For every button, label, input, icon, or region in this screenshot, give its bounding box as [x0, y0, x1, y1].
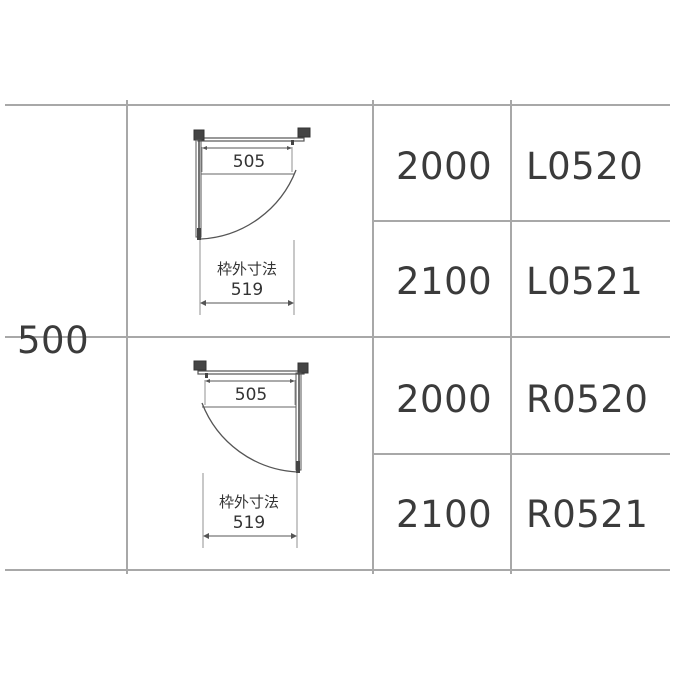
- height-cell-3: 2000: [396, 378, 493, 421]
- inner-dimension-label-right: 505: [235, 385, 267, 405]
- inner-dimension-label-left: 505: [233, 152, 265, 172]
- row-divider-lower: [373, 453, 670, 455]
- table-bottom-border: [5, 569, 670, 571]
- column-divider-1: [126, 100, 128, 574]
- code-cell-2: L0521: [526, 260, 644, 303]
- door-diagram-right-hinge: 505 枠外寸法 519: [185, 353, 325, 553]
- height-cell-2: 2100: [396, 260, 493, 303]
- table-top-border: [5, 104, 670, 106]
- width-value: 500: [17, 319, 90, 362]
- code-cell-4: R0521: [526, 493, 649, 536]
- column-divider-2: [372, 100, 374, 574]
- frame-dimension-caption-left: 枠外寸法: [217, 260, 277, 278]
- frame-dimension-label-left: 519: [231, 280, 263, 300]
- door-diagram-left-hinge: 505 枠外寸法 519: [185, 120, 325, 320]
- height-cell-4: 2100: [396, 493, 493, 536]
- row-divider-upper: [373, 220, 670, 222]
- code-cell-3: R0520: [526, 378, 649, 421]
- height-cell-1: 2000: [396, 145, 493, 188]
- frame-dimension-caption-right: 枠外寸法: [219, 493, 279, 511]
- table-middle-border: [5, 336, 670, 338]
- frame-dimension-label-right: 519: [233, 513, 265, 533]
- code-cell-1: L0520: [526, 145, 644, 188]
- column-divider-3: [510, 100, 512, 574]
